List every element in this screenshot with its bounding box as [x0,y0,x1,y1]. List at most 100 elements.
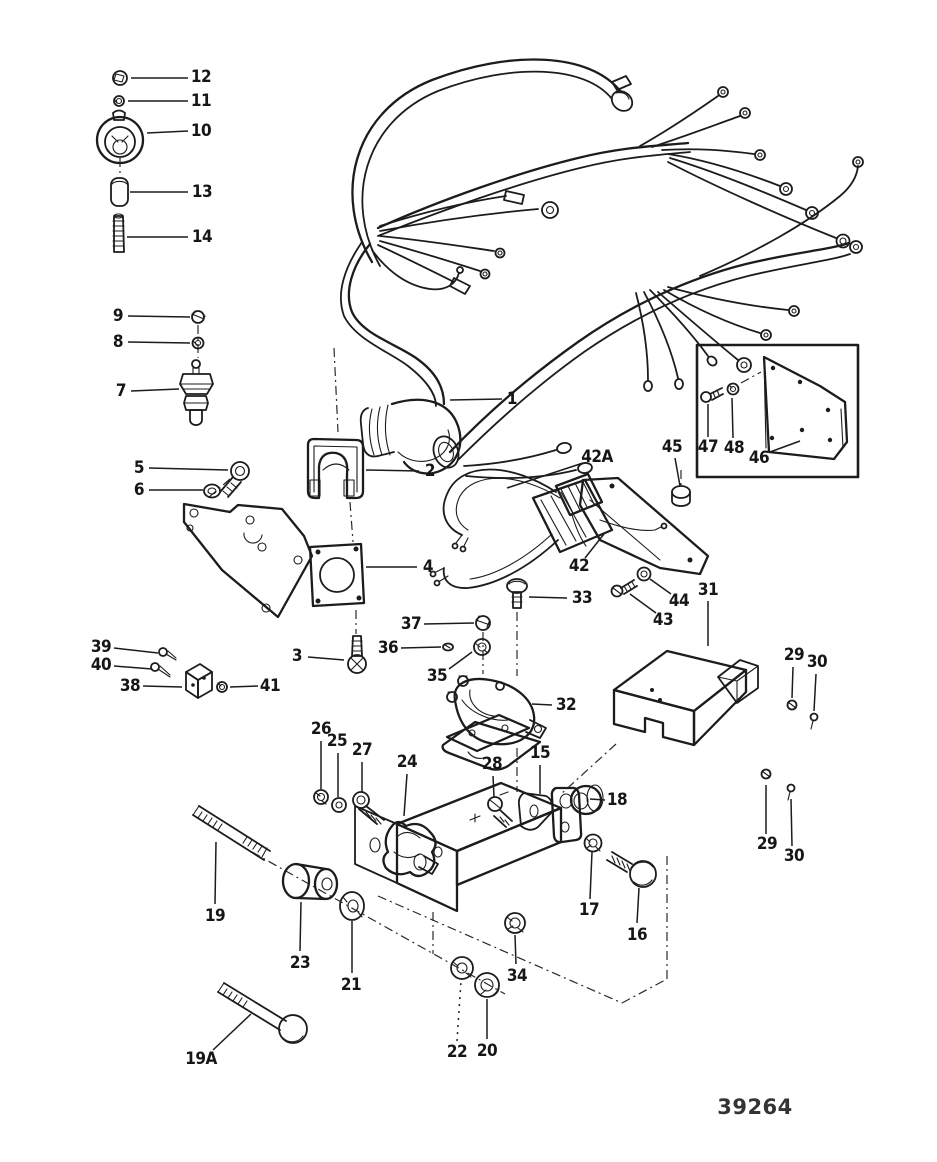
callout-44: 44 [668,591,690,611]
washer-8 [191,336,205,350]
callout-17: 17 [578,900,600,920]
callout-26: 26 [310,719,332,739]
leader-5 [148,467,229,471]
leader-39 [113,647,159,654]
stud-14 [112,213,125,253]
leader-44 [649,578,672,595]
harness-top-connector [610,75,634,112]
callout-27: 27 [351,740,373,760]
leader-24 [403,773,408,817]
callout-38: 38 [119,676,141,696]
callout-14: 14 [191,227,213,247]
callout-29-top: 29 [783,645,805,665]
screw-30-bottom [786,783,796,801]
leader-28 [492,775,495,798]
bracket-assembly [313,713,657,934]
washer-36 [442,642,454,652]
screw-28 [487,796,513,828]
leader-29-top [791,666,794,699]
stud-19 [192,805,271,861]
callout-25: 25 [326,731,348,751]
callout-15: 15 [529,743,551,763]
washer-25 [331,797,347,813]
leader-19 [214,841,217,905]
cover-31 [612,649,759,747]
leader-35 [448,651,473,670]
leader-9 [127,315,191,318]
callout-12: 12 [190,67,212,87]
callout-10: 10 [190,121,212,141]
screw-43 [610,579,638,598]
callout-42: 42 [568,556,590,576]
hardware-37-36-35-33 [442,578,528,656]
temperature-sender-7 [179,359,214,426]
clip-29-top [786,699,798,711]
bolt-19A [217,982,308,1044]
bolt-33 [506,578,528,609]
leader-34 [514,934,517,965]
callout-36: 36 [377,638,399,658]
mount-hardware [192,805,500,1044]
callout-37: 37 [400,614,422,634]
washer-21 [339,891,365,921]
callout-3: 3 [291,646,303,666]
bracket-tab-15 [517,792,554,831]
callout-45: 45 [661,437,683,457]
solenoid-32 [441,675,547,771]
callout-7: 7 [115,381,127,401]
gauge-10 [95,109,145,165]
nut-48 [726,382,740,396]
washer-11 [113,95,125,107]
screw-3 [347,635,367,674]
washer-44 [636,566,652,582]
nut-26 [313,789,329,805]
nut-41 [216,681,228,693]
leader-16 [636,887,640,924]
callout-21: 21 [340,975,362,995]
mount-plate-4 [182,502,366,619]
callout-39: 39 [90,637,112,657]
clip-29-bottom [760,768,772,780]
bolt-16 [606,851,657,888]
inset-box [695,343,860,479]
sleeve-13 [110,177,129,207]
callout-23: 23 [289,953,311,973]
leader-2 [365,469,420,472]
leader-41 [229,685,259,688]
clip-37 [475,615,491,631]
callout-11: 11 [190,91,212,111]
clamp-2 [306,437,365,500]
leader-30-top [813,673,817,712]
leader-18 [589,798,606,801]
bolt-27 [352,791,385,825]
callout-35: 35 [426,666,448,686]
callout-41: 41 [259,676,281,696]
callout-19A: 19A [185,1049,217,1069]
washer-35 [473,638,491,656]
block-38 [185,663,213,699]
leader-8 [127,341,191,344]
clamp-block-group [150,647,228,699]
leader-45 [674,457,681,487]
leader-33 [528,596,568,599]
callout-42A: 42A [581,447,613,467]
leader-17 [589,851,593,900]
grommet-45 [671,485,691,507]
callout-32: 32 [555,695,577,715]
left-fastener-column [95,70,250,499]
leader-48 [731,397,734,439]
leader-19A [212,1013,252,1051]
callout-30-top: 30 [806,652,828,672]
screw-30-top [809,712,819,730]
callout-2: 2 [424,461,436,481]
leader-7 [130,388,180,392]
leader-1 [449,398,503,401]
rubber-mount-24 [382,820,439,878]
leader-42A [506,462,584,489]
leader-30-bottom [790,798,793,847]
leader-40 [113,665,153,670]
washer-6 [203,483,221,499]
nut-12 [112,70,128,86]
nut-34 [504,912,526,934]
